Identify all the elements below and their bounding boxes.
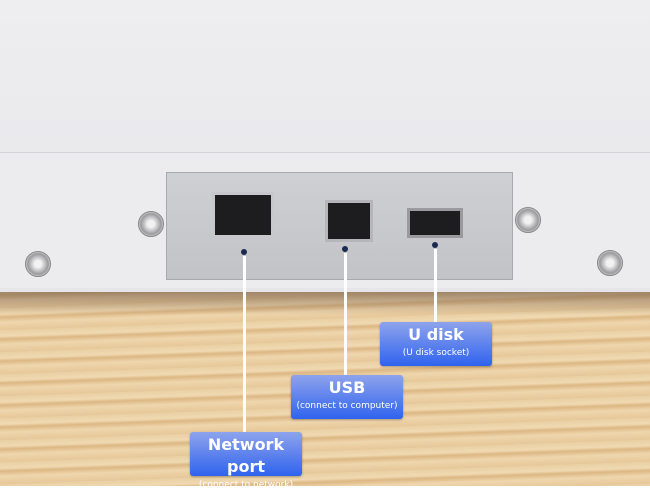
u-disk-subtitle: (U disk socket) <box>402 348 470 358</box>
usb-leader-line <box>344 253 347 375</box>
usb-subtitle: (connect to computer) <box>296 401 398 411</box>
screw-icon <box>597 250 623 276</box>
screw-icon <box>515 207 541 233</box>
u-disk-port-marker <box>432 242 438 248</box>
network-leader-line <box>243 256 246 432</box>
u-disk-leader-line <box>434 249 437 322</box>
usb-port-marker <box>342 246 348 252</box>
network-label: Network port (connect to network) <box>190 432 302 490</box>
ethernet-port <box>212 192 274 238</box>
u-disk-label: U disk (U disk socket) <box>380 322 492 366</box>
screw-icon <box>25 251 51 277</box>
screw-icon <box>138 211 164 237</box>
network-title: Network port <box>207 435 285 476</box>
u-disk-title: U disk <box>408 325 464 344</box>
network-subtitle: (connect to network) <box>198 480 294 490</box>
network-port-marker <box>241 249 247 255</box>
usb-title: USB <box>328 378 366 397</box>
usb-label: USB (connect to computer) <box>291 375 403 419</box>
usb-a-port <box>407 208 463 238</box>
usb-b-port <box>325 200 373 242</box>
